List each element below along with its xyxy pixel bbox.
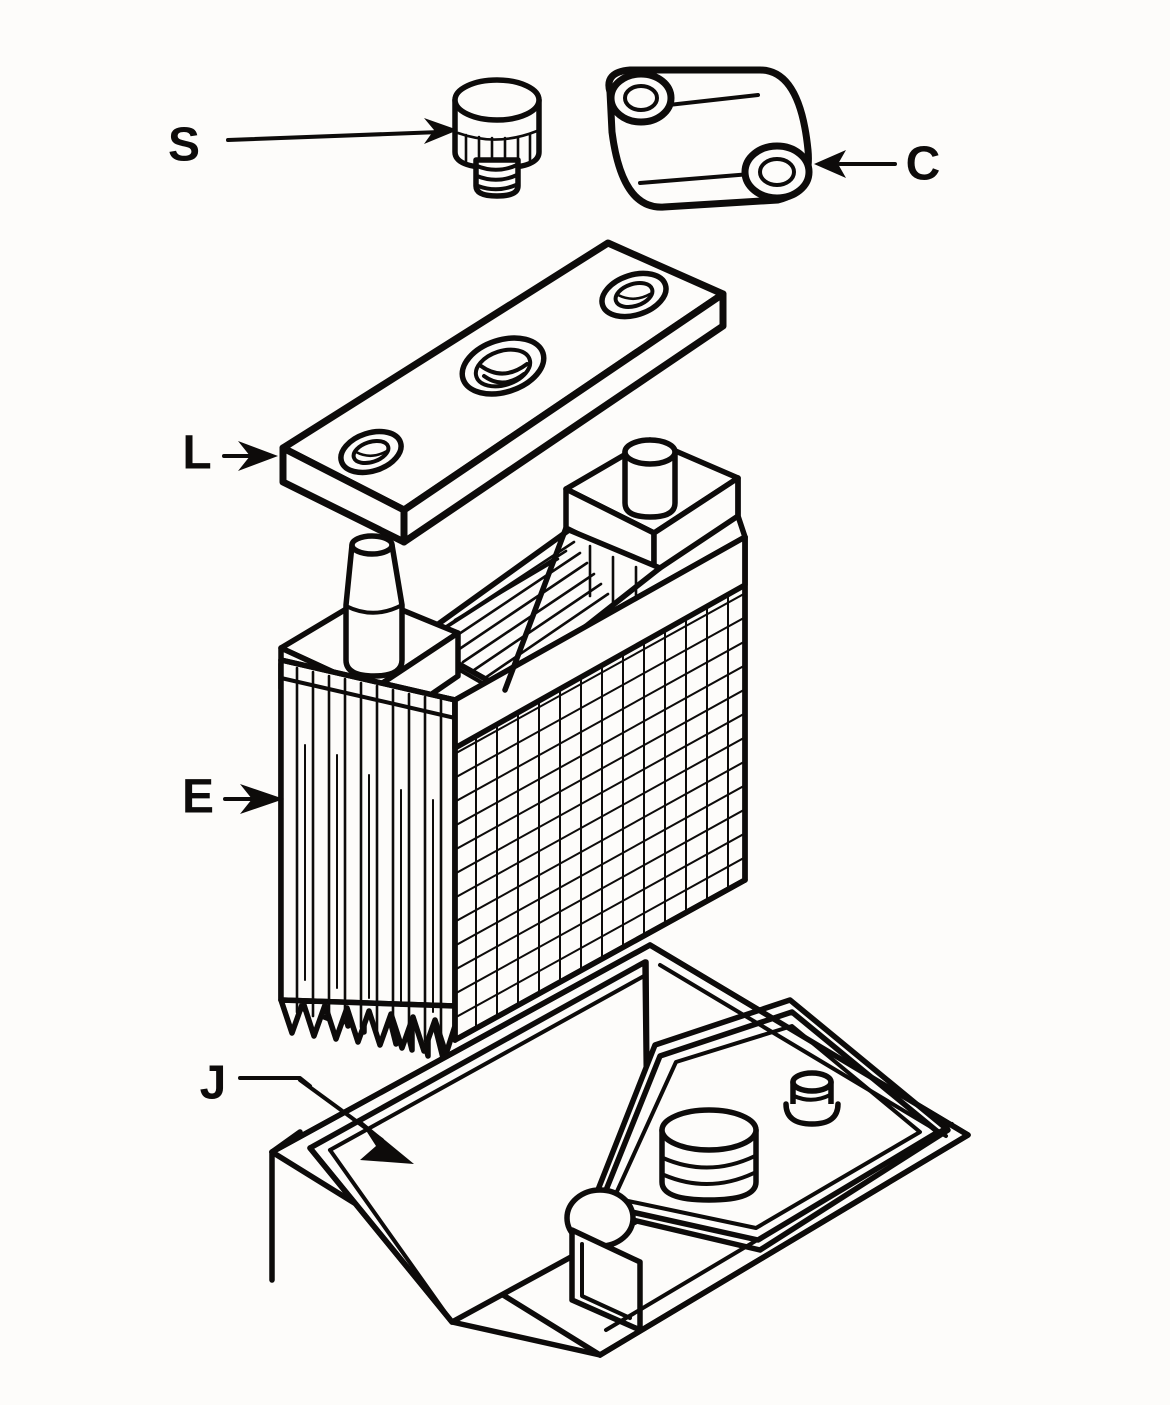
stud-bolt	[783, 1070, 841, 1127]
screw-head-band	[456, 129, 539, 141]
chassis-top-right-edge-inner	[658, 963, 948, 1138]
capacitor-ring-2	[662, 1171, 756, 1186]
strap-eye-left-hole	[623, 84, 659, 112]
plate-hole-left-chamfer	[354, 449, 389, 458]
chassis-lower-left-edge	[307, 1145, 603, 1358]
top-deck-ribs	[428, 540, 610, 680]
label-j: J	[200, 1057, 227, 1110]
terminal-post-right-body	[622, 449, 678, 520]
stacked-disc-capacitor	[659, 1107, 759, 1203]
label-leader-j	[238, 1076, 414, 1164]
plate-hole-centre-thread-1	[479, 362, 529, 376]
capacitor-top	[659, 1107, 759, 1153]
grommet-with-slot	[564, 1187, 643, 1333]
arrowhead-e	[240, 784, 284, 814]
part-knurled-thumbscrew	[452, 77, 542, 199]
screw-head-top	[452, 77, 542, 123]
terminal-post-left-top	[349, 533, 395, 557]
plate-right-edge	[400, 290, 727, 546]
label-leader-s	[226, 118, 458, 144]
fin-inner-shadow-lines	[304, 744, 434, 1013]
part-connector-strap	[605, 66, 813, 211]
terminal-post-left-shoulder	[344, 603, 404, 615]
mesh-face-bottom-edge	[452, 877, 748, 1043]
capacitor-ring-1	[661, 1154, 757, 1170]
strap-eye-right-hole	[758, 157, 796, 187]
label-c: C	[906, 138, 941, 191]
plate-hole-right-chamfer	[616, 292, 652, 301]
stud-bolt-band	[792, 1093, 832, 1102]
mesh-grid	[455, 585, 745, 1040]
arrowhead-l	[238, 441, 278, 471]
fin-block-top-edge-inner	[279, 676, 457, 720]
arrowhead-c	[814, 150, 846, 178]
chassis-front-right-edge-inner	[604, 1122, 954, 1332]
part-chassis-base	[269, 942, 971, 1358]
label-s: S	[168, 119, 200, 172]
fin-block-top-edge	[278, 657, 458, 703]
screw-thread-rings	[475, 163, 519, 192]
boss-to-body-edge	[735, 475, 748, 540]
arrowhead-j	[358, 1118, 414, 1164]
fin-vertical-lines	[295, 666, 443, 1047]
label-leader-l	[222, 441, 278, 471]
mesh-grid-lines-b	[455, 585, 745, 1040]
label-l: L	[182, 427, 211, 480]
deck-to-body-edge	[502, 525, 569, 693]
plate-hole-centre-thread-2	[482, 372, 526, 385]
chassis-top-right-edge	[647, 942, 971, 1138]
part-finned-element	[278, 437, 748, 1065]
stud-bolt-flange	[783, 1101, 841, 1127]
plate-hole-right-inner	[613, 281, 655, 309]
plate-hole-left-inner	[351, 438, 391, 466]
arrowhead-s	[424, 118, 458, 144]
chassis-front-right-edge	[597, 1132, 971, 1358]
label-leader-e	[223, 784, 284, 814]
chassis-top-left-edge	[269, 942, 653, 1155]
leader-line-s	[226, 130, 442, 142]
terminal-post-right-top	[622, 437, 678, 467]
chassis-well-inner-lip-top	[328, 974, 646, 1152]
stud-bolt-head-top	[790, 1070, 834, 1094]
part-cover-plate	[279, 239, 727, 546]
grommet-slot-inner	[580, 1242, 632, 1320]
label-e: E	[182, 771, 214, 824]
label-leader-c	[814, 150, 897, 178]
